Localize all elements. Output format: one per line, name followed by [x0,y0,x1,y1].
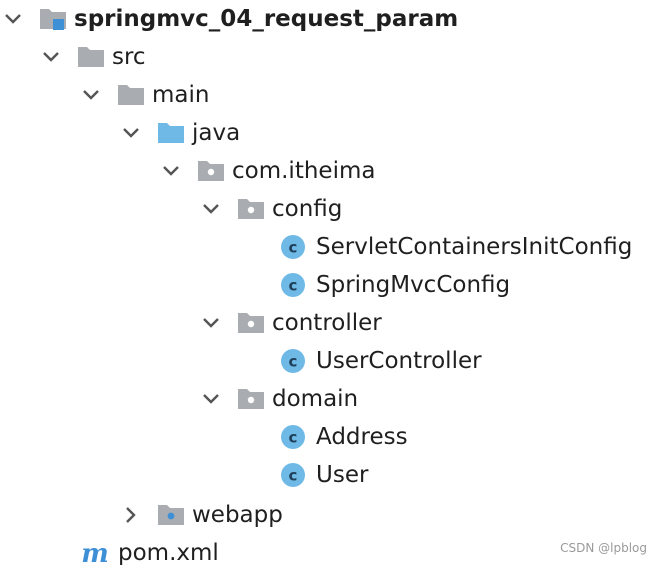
tree-node-package-root[interactable]: com.itheima [0,152,661,190]
tree-node-root[interactable]: springmvc_04_request_param [0,0,661,38]
source-root-folder-icon [156,119,186,147]
class-icon: c [278,233,308,261]
svg-text:c: c [289,467,298,485]
tree-node-class[interactable]: c Address [0,418,661,456]
tree-node-main[interactable]: main [0,76,661,114]
tree-node-label: main [152,82,210,108]
tree-node-label: springmvc_04_request_param [74,6,459,32]
chevron-down-icon[interactable] [120,122,142,144]
watermark: CSDN @lpblog [560,541,647,555]
maven-icon: m [80,539,110,567]
tree-node-label: Address [316,424,408,450]
tree-node-label: User [316,462,369,488]
svg-text:c: c [289,353,298,371]
tree-node-label: ServletContainersInitConfig [316,234,633,260]
tree-node-class[interactable]: c User [0,456,661,494]
tree-node-label: pom.xml [118,540,219,566]
class-icon: c [278,423,308,451]
chevron-down-icon[interactable] [200,388,222,410]
svg-text:c: c [289,277,298,295]
tree-node-label: java [192,120,241,146]
package-icon [196,157,226,185]
chevron-right-icon[interactable] [120,504,142,526]
tree-node-label: controller [272,310,382,336]
tree-node-class[interactable]: c SpringMvcConfig [0,266,661,304]
web-folder-icon [156,501,186,529]
tree-node-label: domain [272,386,359,412]
tree-node-java[interactable]: java [0,114,661,152]
folder-icon [76,43,106,71]
tree-node-class[interactable]: c UserController [0,342,661,380]
tree-node-label: config [272,196,343,222]
folder-icon [116,81,146,109]
tree-node-controller[interactable]: controller [0,304,661,342]
tree-node-src[interactable]: src [0,38,661,76]
tree-node-label: src [112,44,146,70]
package-icon [236,385,266,413]
svg-text:c: c [289,429,298,447]
chevron-down-icon[interactable] [200,312,222,334]
svg-text:c: c [289,239,298,257]
module-folder-icon [38,5,68,33]
tree-node-domain[interactable]: domain [0,380,661,418]
class-icon: c [278,347,308,375]
chevron-down-icon[interactable] [40,46,62,68]
chevron-down-icon[interactable] [2,8,24,30]
tree-node-label: com.itheima [232,158,376,184]
package-icon [236,309,266,337]
tree-node-webapp[interactable]: webapp [0,496,661,534]
class-icon: c [278,461,308,489]
tree-node-class[interactable]: c ServletContainersInitConfig [0,228,661,266]
chevron-down-icon[interactable] [160,160,182,182]
tree-node-config[interactable]: config [0,190,661,228]
tree-node-pom[interactable]: m pom.xml [0,534,661,572]
chevron-down-icon[interactable] [80,84,102,106]
svg-text:m: m [81,539,109,567]
package-icon [236,195,266,223]
tree-node-label: UserController [316,348,482,374]
tree-node-label: webapp [192,502,283,528]
tree-node-label: SpringMvcConfig [316,272,511,298]
class-icon: c [278,271,308,299]
chevron-down-icon[interactable] [200,198,222,220]
